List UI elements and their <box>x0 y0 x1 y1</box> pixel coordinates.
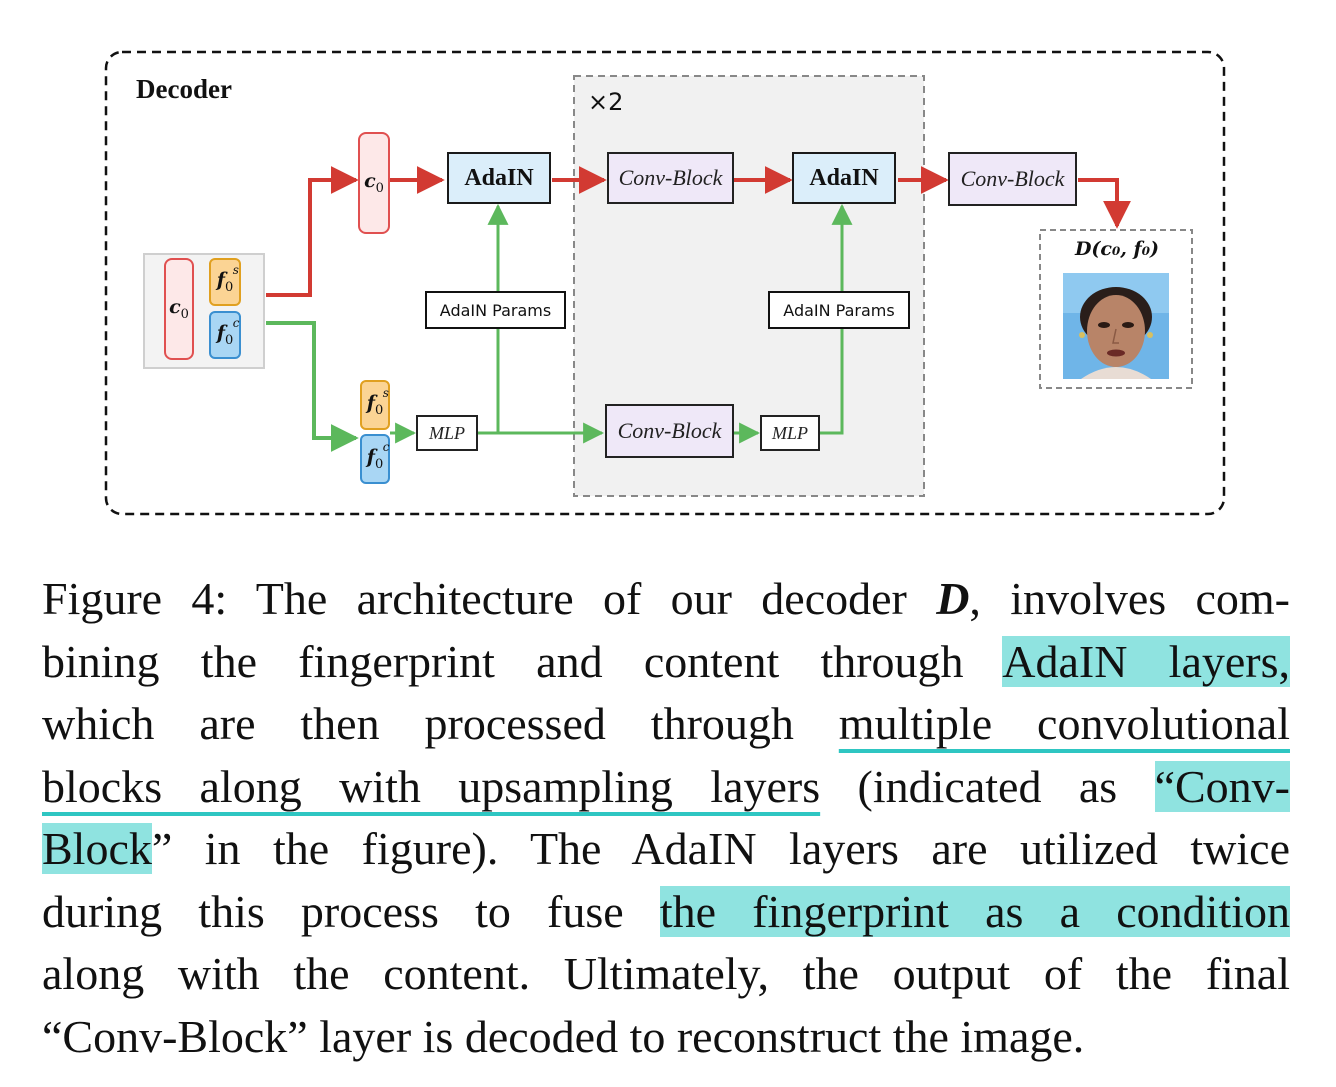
output-face-image <box>1063 273 1169 379</box>
adain-params-1: AdaIN Params <box>425 291 566 329</box>
decoder-symbol: D <box>936 573 970 624</box>
caption-line-8: “Conv-Block” layer is decoded to reconst… <box>42 1010 1085 1062</box>
adain-params-2: AdaIN Params <box>768 291 910 329</box>
conv-block-top: Conv-Block <box>607 152 734 204</box>
caption-text: which are then processed through <box>42 698 839 749</box>
decoder-title: Decoder <box>136 74 232 104</box>
red-arrow-conv2-to-output <box>1078 178 1131 229</box>
caption-text: (indicated as <box>820 760 1155 812</box>
caption-text: bining the fingerprint and content throu… <box>42 635 1003 687</box>
caption-line-3: which are then processed through multipl… <box>42 693 1290 756</box>
caption-highlight: the fingerprint as a condition <box>659 885 1290 937</box>
input-group <box>143 253 265 369</box>
caption-text: , involves com- <box>969 573 1290 624</box>
caption-text: Figure 4: The architecture of our decode… <box>42 573 937 624</box>
output-label: D(c₀, f₀) <box>1074 238 1160 260</box>
caption-text: ” in the figure). The AdaIN layers are u… <box>151 823 1290 874</box>
red-arrow-input-to-c0 <box>266 166 359 297</box>
caption-line-4: blocks along with upsampling layers (ind… <box>42 756 1290 819</box>
input-c0-pill: c0 <box>164 258 194 360</box>
caption-text: during this process to fuse <box>42 885 660 937</box>
adain-block-2: AdaIN <box>792 152 896 204</box>
caption-underline: blocks along with upsampling layers <box>42 760 821 812</box>
adain-block-1: AdaIN <box>447 152 551 204</box>
mlp-block-2: MLP <box>760 415 820 451</box>
mlp-block-1: MLP <box>416 415 478 451</box>
green-arrow-input-to-f0 <box>266 321 359 452</box>
c0-branch-pill: c0 <box>358 132 390 234</box>
caption-highlight: “Conv- <box>1154 760 1290 812</box>
figure-caption: Figure 4: The architecture of our decode… <box>42 568 1290 1068</box>
repeat-label: ×2 <box>588 88 624 116</box>
conv-block-final: Conv-Block <box>948 152 1077 206</box>
caption-line-5: Block” in the figure). The AdaIN layers … <box>42 818 1290 881</box>
green-arrow-mlp2-to-adain2 <box>820 203 853 435</box>
caption-line-2: bining the fingerprint and content throu… <box>42 631 1290 694</box>
conv-block-bottom: Conv-Block <box>605 404 734 458</box>
c0-symbol: c0 <box>364 170 384 196</box>
caption-line-6: during this process to fuse the fingerpr… <box>42 881 1290 944</box>
caption-highlight: Block <box>42 823 152 874</box>
c0-symbol: c0 <box>169 296 189 322</box>
caption-underline: multiple convolutional <box>838 698 1290 749</box>
caption-line-1: Figure 4: The architecture of our decode… <box>42 568 1290 631</box>
caption-line-7: along with the content. Ultimately, the … <box>42 948 1290 999</box>
decoder-frame <box>104 50 1226 516</box>
caption-highlight: AdaIN layers, <box>1002 635 1290 687</box>
